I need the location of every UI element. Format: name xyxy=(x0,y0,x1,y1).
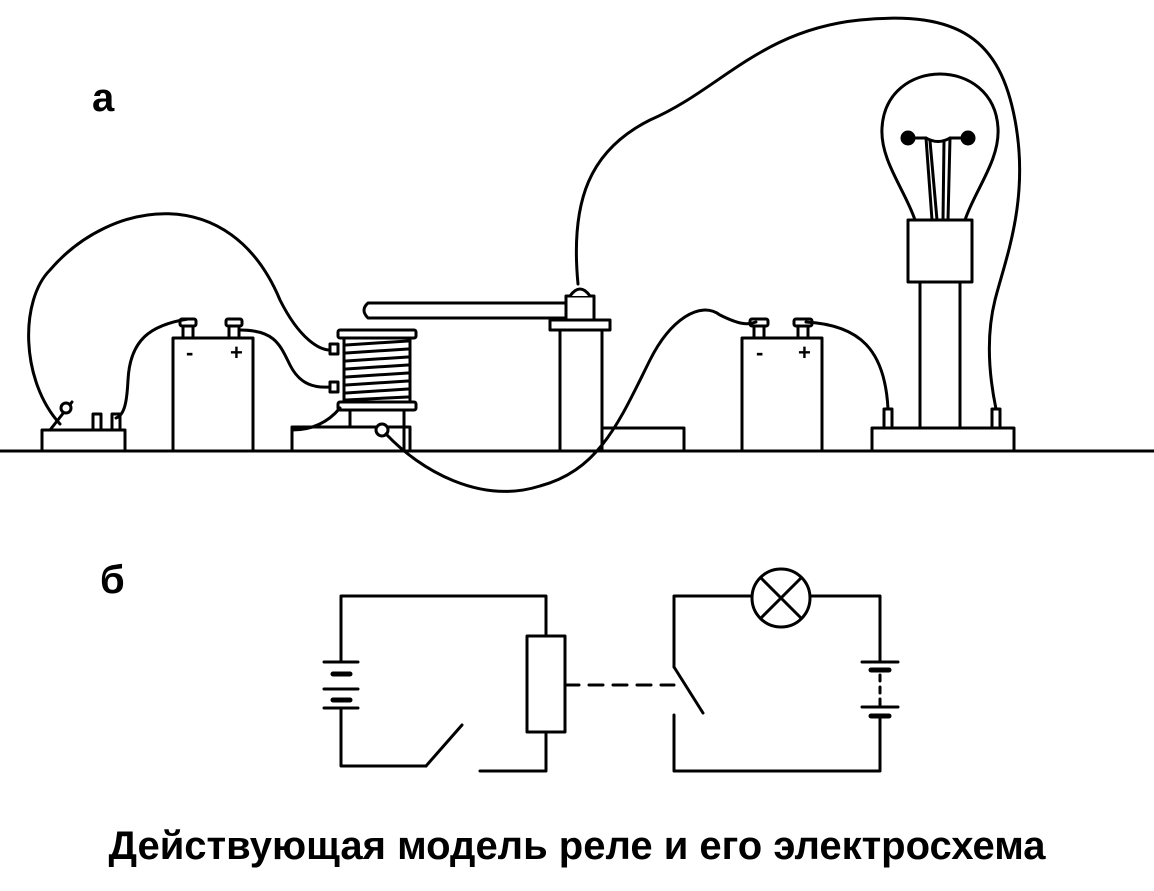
armature-post xyxy=(548,287,686,453)
armature-lever xyxy=(362,301,568,320)
open-switch-symbol xyxy=(424,723,464,768)
wire-contact-to-battery xyxy=(384,308,758,493)
wire-armature-to-lamp xyxy=(574,16,1022,411)
coil-circuit xyxy=(322,594,567,773)
wire-battery-to-coil xyxy=(238,328,332,389)
battery-left-plus-label: + xyxy=(230,340,243,365)
wire-coil-base xyxy=(290,406,342,432)
battery-left xyxy=(171,317,255,453)
knife-switch xyxy=(40,400,127,453)
battery-symbol-right xyxy=(860,660,900,719)
light-bulb-icon xyxy=(880,72,1000,222)
battery-right-plus-label: + xyxy=(798,340,811,365)
wire-switch-to-coil xyxy=(27,212,332,426)
circuit-schematic xyxy=(322,567,900,773)
lamp-circuit xyxy=(672,567,900,773)
battery-right xyxy=(740,317,824,453)
wires xyxy=(27,16,1022,493)
relay-contact-symbol xyxy=(672,665,705,715)
pictorial-model xyxy=(0,16,1154,493)
diagram-caption: Действующая модель реле и его электросхе… xyxy=(108,824,1046,868)
battery-left-minus-label: - xyxy=(186,340,194,365)
relay-coil-symbol xyxy=(525,634,567,734)
lamp-stand xyxy=(870,218,1016,453)
relay-coil xyxy=(328,328,418,453)
battery-symbol-left xyxy=(322,660,360,710)
wire-battery-to-lamp xyxy=(804,320,890,411)
wire-battery-to-switch xyxy=(114,317,190,420)
panel-label-b: б xyxy=(100,558,125,602)
battery-right-minus-label: - xyxy=(756,340,764,365)
panel-label-a: а xyxy=(92,76,115,120)
